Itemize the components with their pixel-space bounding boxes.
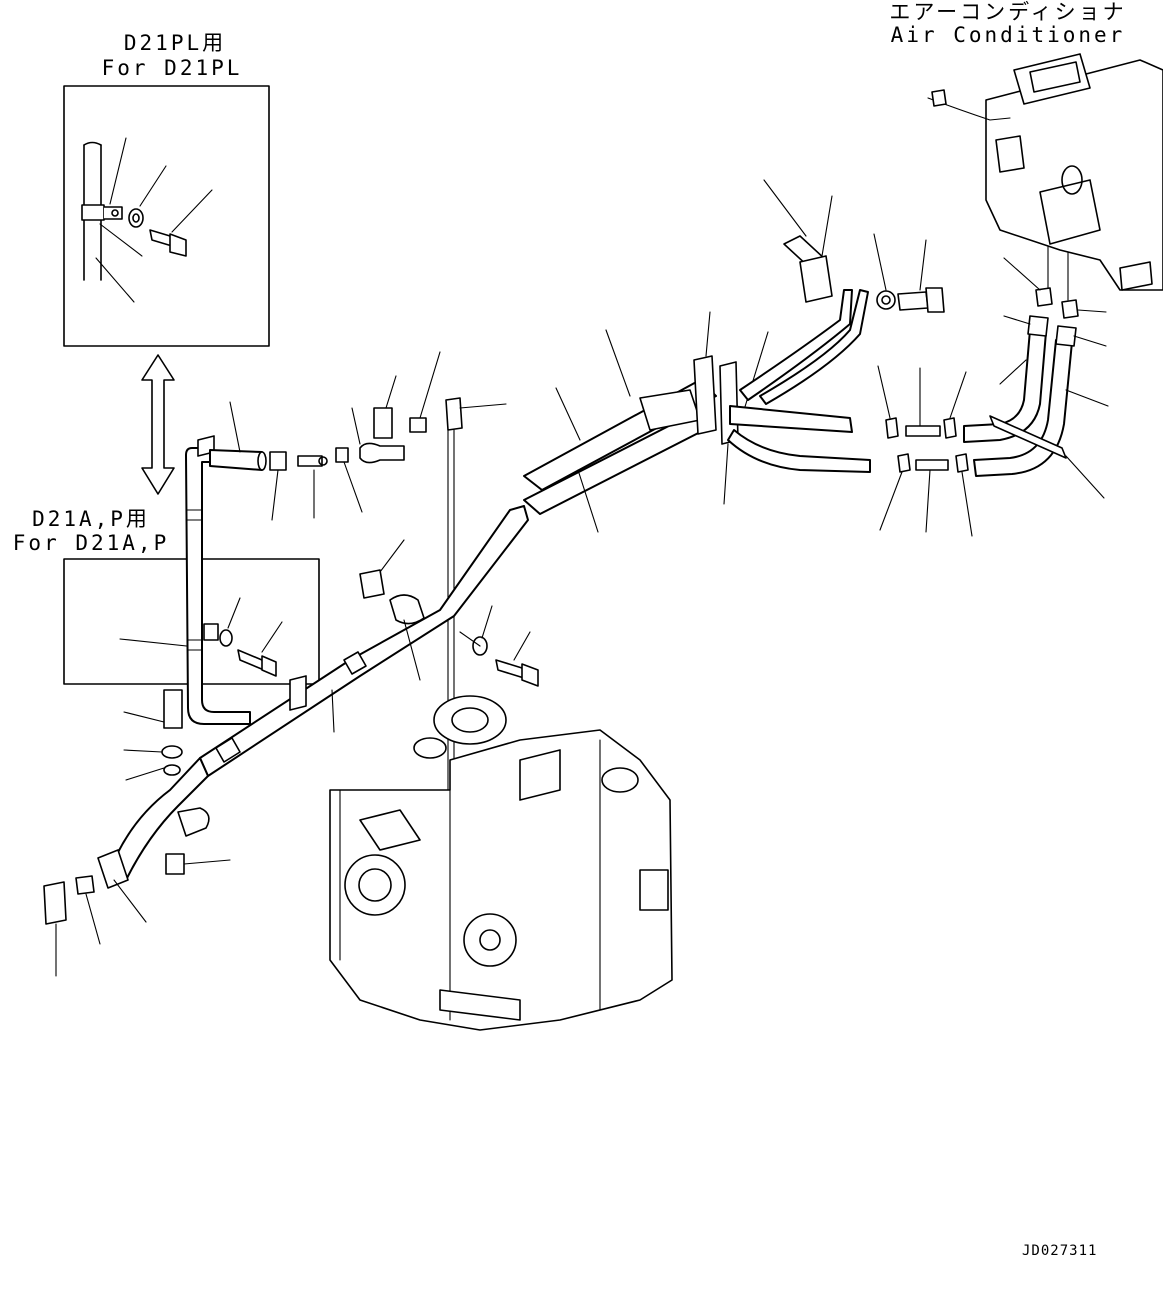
variant-d21ap-title-jp: D21A,P用 — [32, 507, 150, 531]
air-conditioner-unit — [927, 53, 1163, 291]
detail-box-d21pl — [63, 85, 270, 347]
variant-d21pl-title-en: For D21PL — [101, 56, 243, 80]
center-hose-group — [523, 179, 945, 533]
lower-left-fittings — [43, 689, 231, 977]
double-arrow-icon — [141, 354, 175, 495]
main-heater-pipe — [97, 505, 539, 889]
air-conditioner-title-en: Air Conditioner — [890, 23, 1126, 47]
variant-d21ap-title-en: For D21A,P — [12, 531, 170, 555]
variant-d21pl-title-jp: D21PL用 — [123, 31, 227, 55]
right-fittings — [877, 239, 1109, 537]
engine-block — [329, 695, 673, 1031]
left-hose-assembly — [185, 351, 507, 821]
drawing-code: JD027311 — [1022, 1243, 1098, 1259]
air-conditioner-title-jp: エアーコンディショナ — [889, 0, 1127, 24]
